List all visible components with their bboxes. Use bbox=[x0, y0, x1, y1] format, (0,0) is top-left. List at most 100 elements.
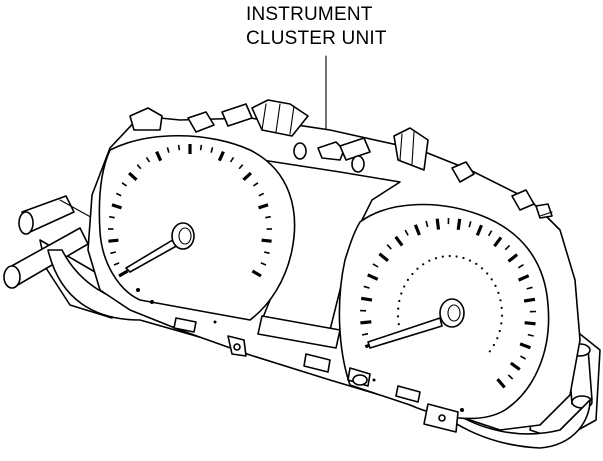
right-gauge-tick bbox=[509, 361, 521, 371]
center-display-window bbox=[257, 315, 341, 349]
right-gauge-tick bbox=[386, 244, 392, 250]
right-gauge-tick bbox=[378, 252, 390, 262]
right-gauge-inner-dot bbox=[398, 299, 401, 303]
right-gauge-tick bbox=[413, 224, 421, 236]
left-gauge-tick bbox=[265, 215, 271, 219]
right-gauge-inner-dot bbox=[500, 314, 504, 317]
left-gauge-tick bbox=[121, 182, 128, 187]
left-gauge-ticks bbox=[107, 144, 273, 278]
right-gauge-tick bbox=[475, 224, 483, 237]
left-gauge-tick bbox=[109, 215, 115, 219]
left-gauge-tick bbox=[199, 144, 203, 151]
right-gauge-tick bbox=[468, 221, 472, 228]
callout-line-2: CLUSTER UNIT bbox=[246, 28, 387, 49]
right-gauge-inner-dot bbox=[448, 254, 451, 258]
right-gauge-tick bbox=[435, 218, 441, 230]
right-gauge-tick bbox=[367, 273, 379, 281]
right-gauge-tick bbox=[360, 296, 373, 302]
right-gauge-tick bbox=[361, 332, 369, 336]
right-gauge-tick bbox=[504, 244, 511, 251]
right-gauge-inner-dot bbox=[468, 259, 472, 262]
right-gauge-tick bbox=[496, 378, 506, 389]
right-gauge-inner-dot bbox=[462, 256, 465, 260]
left-gauge-tick bbox=[258, 192, 265, 197]
left-gauge-tick bbox=[210, 147, 214, 153]
right-gauge-inner-dot bbox=[441, 255, 444, 258]
left-gauge-tick bbox=[118, 269, 129, 278]
left-gauge-tick bbox=[264, 251, 270, 255]
left-gauge-tick bbox=[113, 262, 120, 266]
right-gauge-inner-dot bbox=[416, 267, 419, 270]
right-gauge-tick bbox=[527, 333, 534, 337]
left-gauge-tick bbox=[238, 164, 244, 170]
left-gauge-tick bbox=[177, 144, 181, 151]
top-mounting-clips bbox=[129, 99, 553, 219]
left-gauge-tick bbox=[217, 150, 225, 162]
right-gauge-inner-dot bbox=[396, 315, 400, 318]
right-gauge-inner-dot bbox=[400, 292, 403, 295]
left-gauge-face bbox=[98, 134, 296, 321]
right-gauge-inner-dot bbox=[403, 285, 406, 288]
left-gauge-tick bbox=[115, 192, 122, 197]
left-gauge-tick bbox=[155, 150, 163, 162]
right-gauge-tick bbox=[517, 264, 524, 269]
right-gauge-inner-dot bbox=[397, 307, 400, 310]
right-gauge-inner-dot bbox=[498, 329, 501, 333]
right-gauge-inner-dot bbox=[499, 299, 502, 302]
part-callout-label: INSTRUMENT CLUSTER UNIT bbox=[246, 3, 387, 51]
right-gauge-inner-dot bbox=[480, 267, 484, 270]
right-gauge-inner-dot bbox=[397, 323, 400, 326]
left-gauge-tick bbox=[260, 262, 267, 266]
right-gauge-inner-dot bbox=[488, 350, 491, 353]
right-gauge-inner-dot bbox=[475, 262, 478, 265]
bottom-mounting-lugs bbox=[136, 288, 464, 433]
left-gauge-needle bbox=[125, 222, 195, 273]
left-gauge-tick bbox=[251, 269, 262, 278]
left-gauge-tick bbox=[145, 156, 151, 163]
right-gauge-inner-dot bbox=[455, 255, 458, 258]
left-gauge-tick bbox=[229, 156, 235, 163]
right-gauge-needle bbox=[367, 298, 465, 349]
left-gauge-tick bbox=[111, 203, 122, 210]
left-gauge-tick bbox=[242, 171, 252, 181]
left-gauge-tick bbox=[136, 164, 142, 170]
right-gauge-inner-dot bbox=[500, 322, 503, 325]
right-gauge-tick bbox=[507, 374, 514, 380]
left-gauge-tick bbox=[252, 182, 259, 187]
right-gauge-inner-dot bbox=[500, 306, 503, 309]
right-gauge-inner-dot bbox=[428, 259, 431, 262]
right-gauge-tick bbox=[456, 218, 462, 231]
right-gauge-inner-dot bbox=[411, 272, 414, 276]
left-gauge-tick bbox=[258, 203, 269, 210]
right-gauge-inner-dot bbox=[497, 291, 500, 294]
right-gauge-tick bbox=[523, 297, 536, 303]
callout-line-1: INSTRUMENT bbox=[246, 4, 373, 25]
left-gauge-tick bbox=[128, 171, 138, 181]
right-gauge-tick bbox=[360, 320, 372, 325]
left-gauge-tick bbox=[110, 251, 116, 255]
right-gauge-tick bbox=[363, 285, 370, 289]
right-gauge-tick bbox=[517, 274, 530, 282]
left-gauge-tick bbox=[166, 147, 170, 153]
right-gauge-tick bbox=[526, 286, 533, 290]
right-gauge-tick bbox=[493, 236, 503, 248]
right-gauge-tick bbox=[507, 253, 519, 263]
right-gauge-tick bbox=[519, 342, 531, 350]
right-gauge-ticks bbox=[360, 217, 537, 389]
right-gauge-tick bbox=[524, 321, 536, 326]
right-gauge-tick bbox=[520, 355, 527, 360]
right-gauge-inner-dot bbox=[486, 272, 489, 275]
right-gauge-tick bbox=[394, 235, 404, 247]
right-gauge-inner-dot bbox=[422, 263, 425, 266]
right-gauge-inner-dot bbox=[496, 337, 499, 340]
right-gauge-tick bbox=[425, 220, 429, 228]
right-gauge-inner-dot bbox=[494, 284, 497, 287]
right-gauge-inner-dot bbox=[406, 278, 409, 281]
right-gauge-inner-dot bbox=[490, 278, 493, 281]
right-gauge-tick bbox=[372, 263, 379, 268]
right-gauge-inner-dot bbox=[434, 257, 438, 260]
left-gauge-tick bbox=[108, 238, 119, 243]
right-gauge-inner-dot bbox=[492, 343, 495, 347]
